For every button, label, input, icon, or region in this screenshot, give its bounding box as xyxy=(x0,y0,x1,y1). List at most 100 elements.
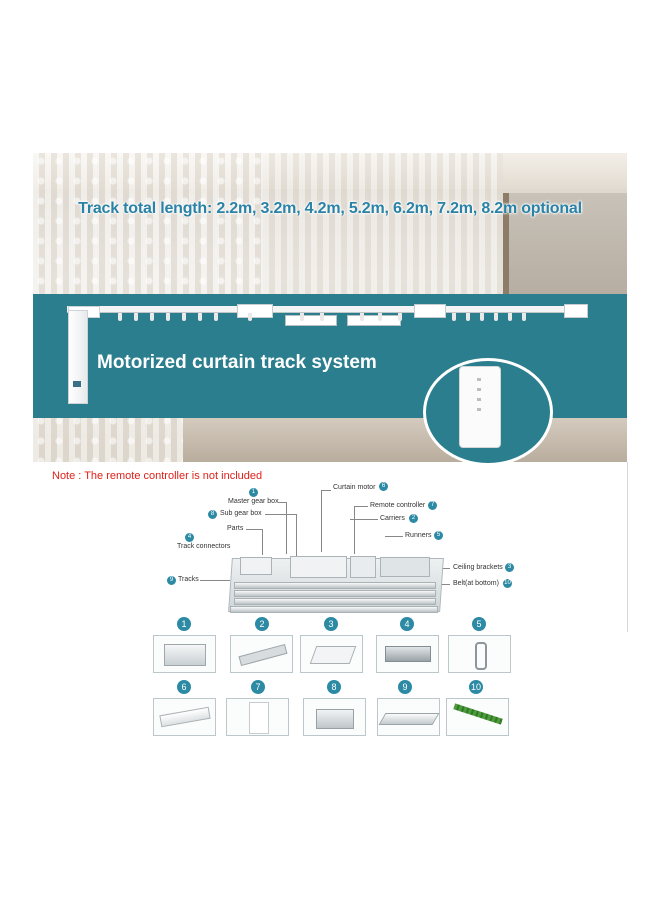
leader-line xyxy=(262,529,263,555)
leader-line xyxy=(354,506,355,554)
runner-hook-icon xyxy=(475,642,487,670)
curtain-motor-icon xyxy=(159,706,211,728)
rail-hook xyxy=(134,313,138,321)
carrier-right xyxy=(347,315,401,326)
system-title: Motorized curtain track system xyxy=(97,352,377,373)
label-master-gear-box: Master gear box xyxy=(228,498,279,505)
rail-hook xyxy=(320,313,324,321)
callout-2-badge: 2 xyxy=(409,514,418,523)
label-carriers: Carriers xyxy=(380,515,405,522)
rail-hook xyxy=(452,313,456,321)
part-9-badge: 9 xyxy=(398,680,412,694)
remote-note: Note : The remote controller is not incl… xyxy=(52,470,263,482)
tray-runners xyxy=(380,557,430,577)
part-7-badge: 7 xyxy=(251,680,265,694)
rail-hook xyxy=(248,313,252,321)
label-parts: Parts xyxy=(227,525,244,532)
part-1-tile xyxy=(153,635,216,673)
ceiling-bracket-icon xyxy=(309,646,357,664)
bed xyxy=(183,411,627,462)
label-curtain-motor: Curtain motor xyxy=(333,484,376,491)
leader-line xyxy=(278,502,286,503)
rail-hook xyxy=(360,313,364,321)
rail-hook xyxy=(378,313,382,321)
rail-hook xyxy=(182,313,186,321)
remote-button xyxy=(477,408,481,411)
rail-hook xyxy=(466,313,470,321)
rail-hook xyxy=(494,313,498,321)
rail-hook xyxy=(480,313,484,321)
rail-end-cap xyxy=(564,304,588,318)
divider-line xyxy=(627,462,628,632)
rail-hook xyxy=(166,313,170,321)
rail-hook xyxy=(300,313,304,321)
rail-hook xyxy=(198,313,202,321)
remote-button xyxy=(477,378,481,381)
part-10-badge: 10 xyxy=(469,680,483,694)
leader-line xyxy=(350,519,378,520)
callout-8-badge: 8 xyxy=(208,510,217,519)
callout-1-badge: 1 xyxy=(249,488,258,497)
leader-line xyxy=(286,502,287,554)
sub-gear-box-icon xyxy=(316,709,354,729)
part-8-badge: 8 xyxy=(327,680,341,694)
label-track-connectors: Track connectors xyxy=(177,543,231,550)
part-5-badge: 5 xyxy=(472,617,486,631)
rail-hook xyxy=(150,313,154,321)
room-window xyxy=(503,193,627,313)
rail-hook xyxy=(118,313,122,321)
tray-track xyxy=(234,590,436,597)
part-2-badge: 2 xyxy=(255,617,269,631)
part-10-tile xyxy=(446,698,509,736)
part-2-tile xyxy=(230,635,293,673)
part-5-tile xyxy=(448,635,511,673)
part-4-badge: 4 xyxy=(400,617,414,631)
label-sub-gear-box: Sub gear box xyxy=(220,510,262,517)
curtain-rail xyxy=(67,306,587,313)
carrier-left xyxy=(285,315,337,326)
belt-icon xyxy=(453,703,503,725)
callout-6-badge: 6 xyxy=(379,482,388,491)
tray-track xyxy=(230,606,438,613)
callout-9-badge: 9 xyxy=(167,576,176,585)
label-belt: Belt(at bottom) xyxy=(453,580,499,587)
part-9-tile xyxy=(377,698,440,736)
rail-hook xyxy=(508,313,512,321)
callout-5-badge: 5 xyxy=(434,531,443,540)
leader-line xyxy=(321,490,331,491)
label-tracks: Tracks xyxy=(178,576,199,583)
part-7-tile xyxy=(226,698,289,736)
callout-3-badge: 3 xyxy=(505,563,514,572)
tray-track xyxy=(234,598,436,605)
leader-line xyxy=(246,529,262,530)
gear-box-left xyxy=(237,304,273,318)
remote-button xyxy=(477,398,481,401)
tray-motor xyxy=(290,556,347,578)
track-icon xyxy=(378,713,440,725)
track-connector-icon xyxy=(385,646,431,662)
gear-box-right xyxy=(414,304,446,318)
motor-badge xyxy=(73,381,81,387)
rail-hook xyxy=(214,313,218,321)
curtain-motor xyxy=(68,310,88,404)
part-3-tile xyxy=(300,635,363,673)
label-runners: Runners xyxy=(405,532,432,539)
callout-10-badge: 10 xyxy=(503,579,512,588)
leader-line xyxy=(265,514,296,515)
remote-button xyxy=(477,388,481,391)
leader-line xyxy=(354,506,368,507)
rail-hook xyxy=(398,313,402,321)
part-8-tile xyxy=(303,698,366,736)
master-gear-box-icon xyxy=(164,644,206,666)
label-ceiling-brackets: Ceiling brackets xyxy=(453,564,503,571)
carrier-icon xyxy=(238,643,288,667)
callout-4-badge: 4 xyxy=(185,533,194,542)
part-4-tile xyxy=(376,635,439,673)
part-1-badge: 1 xyxy=(177,617,191,631)
leader-line xyxy=(296,514,297,556)
label-remote-controller: Remote controller xyxy=(370,502,426,509)
part-6-badge: 6 xyxy=(177,680,191,694)
track-length-title: Track total length: 2.2m, 3.2m, 4.2m, 5.… xyxy=(78,200,582,217)
callout-7-badge: 7 xyxy=(428,501,437,510)
tray-remote xyxy=(350,556,376,578)
